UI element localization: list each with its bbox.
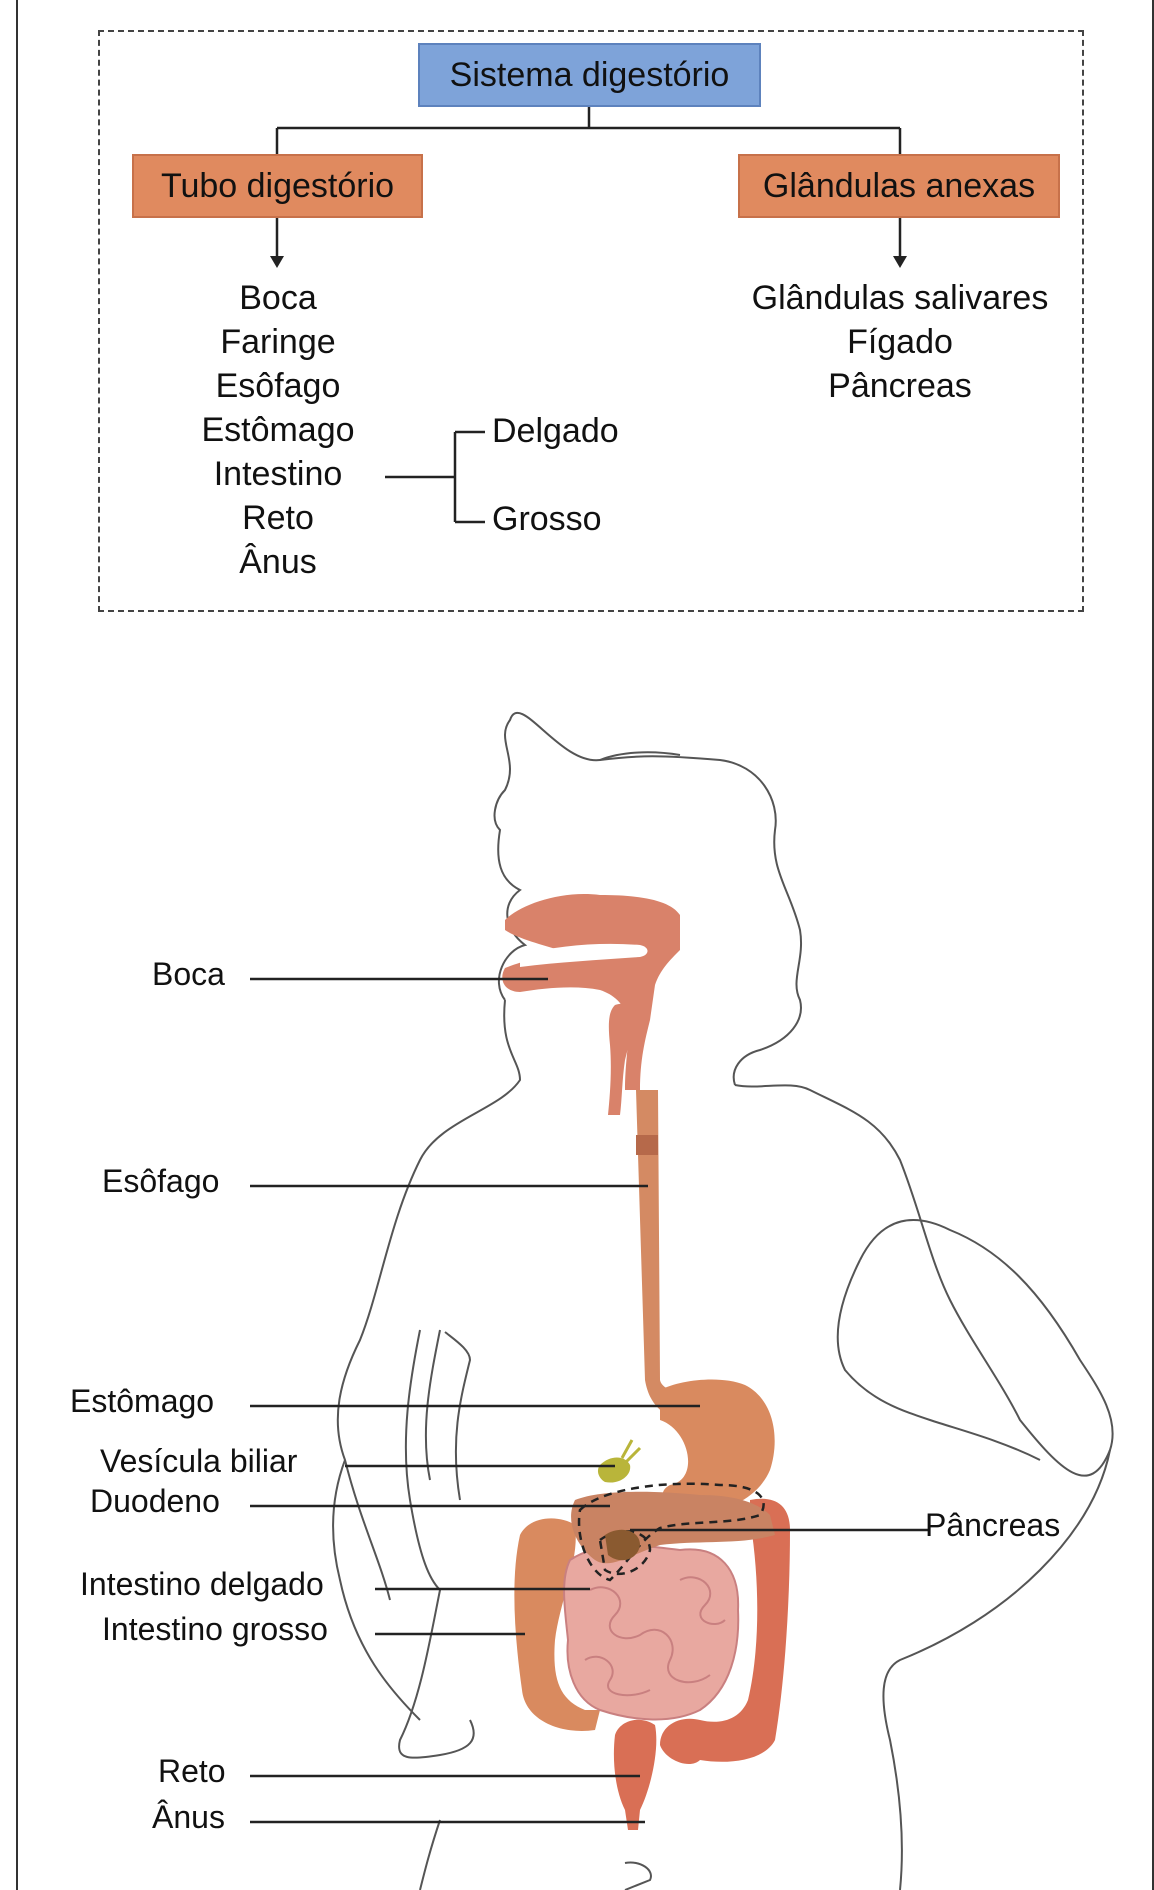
list-item: Reto <box>178 496 378 540</box>
label-intestino-delgado: Intestino delgado <box>80 1566 324 1603</box>
body-silhouette <box>333 696 1113 1890</box>
glandulas-anexas-node: Glândulas anexas <box>738 154 1060 218</box>
list-item: Estômago <box>178 408 378 452</box>
list-item: Glândulas salivares <box>735 276 1065 320</box>
label-esofago: Esôfago <box>102 1163 219 1200</box>
label-estomago: Estômago <box>70 1383 214 1420</box>
label-reto: Reto <box>158 1753 226 1790</box>
label-pancreas: Pâncreas <box>925 1507 1060 1544</box>
tubo-digestorio-node: Tubo digestório <box>132 154 423 218</box>
scheme-arrowheads <box>270 256 907 268</box>
tubo-items-list: Boca Faringe Esôfago Estômago Intestino … <box>178 276 378 584</box>
stomach-shape <box>660 1380 775 1511</box>
label-anus: Ânus <box>152 1799 225 1836</box>
esophagus-band <box>636 1135 658 1155</box>
glandulas-items-list: Glândulas salivares Fígado Pâncreas <box>735 276 1065 408</box>
list-item: Boca <box>178 276 378 320</box>
label-intestino-grosso: Intestino grosso <box>102 1611 328 1648</box>
list-item: Fígado <box>735 320 1065 364</box>
bile-duct <box>622 1440 640 1462</box>
list-item: Faringe <box>178 320 378 364</box>
list-item: Esôfago <box>178 364 378 408</box>
label-vesicula-biliar: Vesícula biliar <box>100 1443 297 1480</box>
list-item: Ânus <box>178 540 378 584</box>
intestine-part-delgado: Delgado <box>492 412 619 451</box>
small-intestine-shape <box>564 1546 738 1720</box>
root-node: Sistema digestório <box>418 43 761 107</box>
list-item: Intestino <box>178 452 378 496</box>
label-boca: Boca <box>152 956 225 993</box>
list-item: Pâncreas <box>735 364 1065 408</box>
intestine-part-grosso: Grosso <box>492 500 602 539</box>
label-duodeno: Duodeno <box>90 1483 220 1520</box>
mouth-pharynx <box>502 894 680 1115</box>
